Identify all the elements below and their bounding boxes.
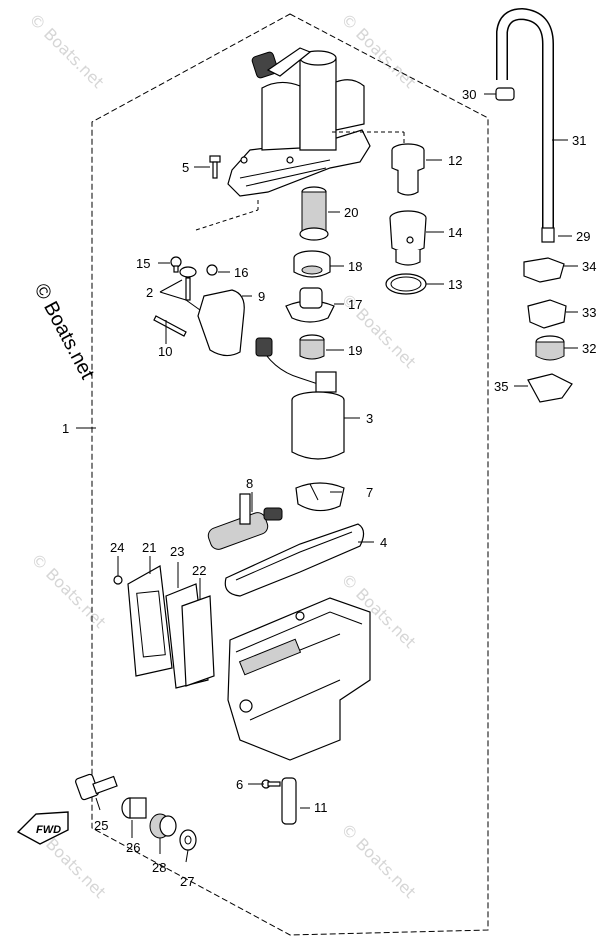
fuel-pump-3: [291, 371, 345, 460]
hose-11: [281, 777, 297, 825]
fwd-label: FWD: [36, 824, 61, 836]
callout-17: 17: [348, 297, 362, 312]
callout-15: 15: [136, 256, 150, 271]
leader-lines: [76, 93, 578, 863]
plates-21-23: [113, 565, 215, 689]
callout-6: 6: [236, 777, 243, 792]
grommet-32: [535, 335, 565, 361]
hose-31: [496, 7, 554, 228]
callout-14: 14: [448, 225, 462, 240]
clip-30: [495, 87, 515, 101]
bottom-housing: [227, 597, 371, 761]
grommet-19: [299, 334, 325, 360]
callout-1: 1: [62, 421, 69, 436]
callout-25: 25: [94, 818, 108, 833]
callout-4: 4: [380, 535, 387, 550]
bolt-25: [75, 773, 118, 801]
callout-16: 16: [234, 265, 248, 280]
callout-20: 20: [344, 205, 358, 220]
gasket-4-inner: [235, 531, 353, 581]
callout-19: 19: [348, 343, 362, 358]
filter-20: [299, 186, 329, 241]
clip-35: [527, 373, 573, 403]
regulator-12: [391, 143, 425, 196]
callout-23: 23: [170, 544, 184, 559]
callout-7: 7: [366, 485, 373, 500]
callout-12: 12: [448, 153, 462, 168]
callout-11: 11: [314, 800, 328, 815]
callout-3: 3: [366, 411, 373, 426]
cap-14: [389, 210, 427, 266]
pump-housing-top: [227, 47, 371, 197]
grommet-28: [149, 813, 177, 839]
watermark: © Boats.net: [337, 819, 419, 901]
callout-26: 26: [126, 840, 140, 855]
callout-30: 30: [462, 87, 476, 102]
small-parts-left: [153, 256, 245, 357]
strainer-8: [207, 493, 283, 550]
bracket-17: [285, 287, 335, 323]
holder-18: [293, 250, 331, 278]
callout-27: 27: [180, 874, 194, 889]
callout-34: 34: [582, 259, 596, 274]
watermark: © Boats.net: [25, 9, 107, 91]
callout-24: 24: [110, 540, 124, 555]
callout-35: 35: [494, 379, 508, 394]
collar-26: [121, 797, 147, 819]
assembly-outline: [91, 13, 489, 936]
washer-27: [179, 829, 197, 851]
callout-29: 29: [576, 229, 590, 244]
callout-labels: 1 2 3 4 5 6 7 8 9 10 11 12 13 14 15 16 1…: [62, 87, 596, 889]
callout-18: 18: [348, 259, 362, 274]
callout-9: 9: [258, 289, 265, 304]
side-watermark: © Boats.net: [30, 280, 99, 383]
o-ring-13-inner: [390, 276, 422, 292]
fwd-arrow: FWD: [16, 811, 69, 845]
callout-13: 13: [448, 277, 462, 292]
callout-10: 10: [158, 344, 172, 359]
clip-34: [523, 257, 565, 283]
watermark: © Boats.net: [27, 549, 109, 631]
callout-8: 8: [246, 476, 253, 491]
gasket-4: [224, 523, 365, 597]
washer-27-hole: [184, 835, 192, 845]
callout-5: 5: [182, 160, 189, 175]
screw-6: [261, 779, 281, 789]
clip-33: [527, 299, 567, 329]
callout-31: 31: [572, 133, 586, 148]
pump-connector: [255, 337, 273, 357]
cover-7: [295, 482, 345, 512]
callout-2: 2: [146, 285, 153, 300]
plug-29: [541, 227, 555, 243]
callout-32: 32: [582, 341, 596, 356]
callout-33: 33: [582, 305, 596, 320]
screw-5: [209, 155, 221, 179]
callout-28: 28: [152, 860, 166, 875]
callout-21: 21: [142, 540, 156, 555]
callout-22: 22: [192, 563, 206, 578]
